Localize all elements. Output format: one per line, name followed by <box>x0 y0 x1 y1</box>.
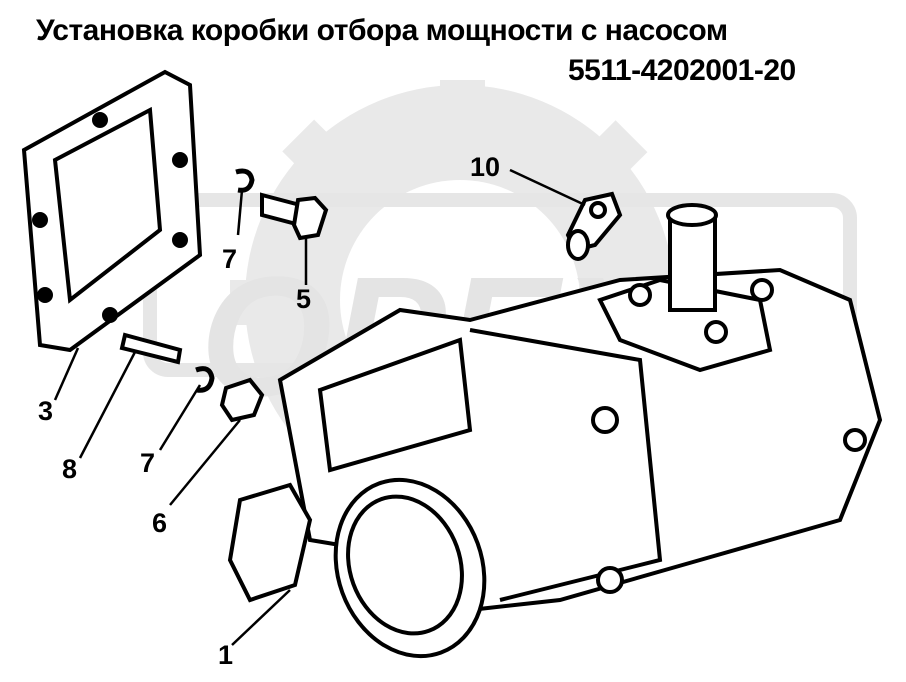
nut-part-6 <box>219 377 265 423</box>
callout-8: 8 <box>62 454 77 484</box>
callout-7-lower: 7 <box>140 448 155 478</box>
washer-part-7-lower <box>195 366 215 393</box>
gasket-part-3 <box>21 69 203 353</box>
callout-7-upper: 7 <box>222 244 237 274</box>
leader-lines <box>53 168 586 646</box>
diagram-title: Установка коробки отбора мощности с насо… <box>36 14 728 47</box>
stud-part-8 <box>119 332 183 365</box>
bolt-part-5 <box>260 192 329 241</box>
callout-5: 5 <box>296 284 311 314</box>
callout-6: 6 <box>152 508 167 538</box>
part-number: 5511-4202001-20 <box>568 54 796 87</box>
washer-part-7-upper <box>235 168 255 193</box>
callout-1: 1 <box>218 640 233 670</box>
pto-pump-assembly <box>227 203 883 659</box>
callout-3: 3 <box>38 396 53 426</box>
fitting-part-10 <box>565 191 623 261</box>
callout-10: 10 <box>470 152 500 182</box>
